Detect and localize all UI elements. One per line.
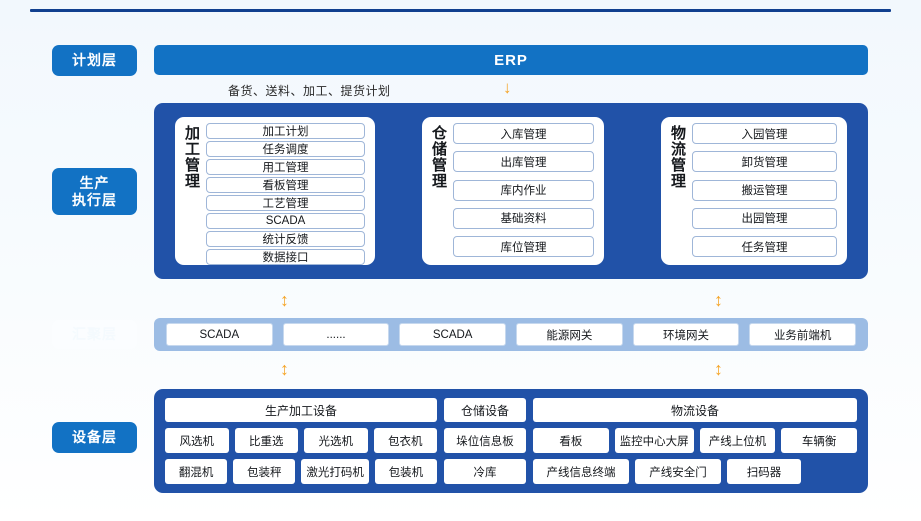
group-logistics-management: 物流管理 入园管理 卸货管理 搬运管理 出园管理 任务管理 [661,117,847,265]
aggregation-item[interactable]: SCADA [399,323,507,346]
erp-caption: 备货、送料、加工、提货计划 [228,84,391,98]
equipment-row: 垛位信息板 [444,428,526,453]
aggregation-item[interactable]: 环境网关 [632,323,740,346]
arrow-bidirectional-icon: ↕ [280,359,289,379]
equipment-item[interactable]: 冷库 [444,459,526,484]
equipment-row: 翻混机 包装秤 激光打码机 包装机 [165,459,438,484]
layer-label-execution: 生产 执行层 [52,168,137,215]
aggregation-layer-bar: SCADA ...... SCADA 能源网关 环境网关 业务前端机 [154,318,868,351]
module-item[interactable]: 库内作业 [453,179,594,201]
equipment-group-production: 生产加工设备 风选机 比重选 光选机 包衣机 翻混机 包装秤 激光打码机 包装机 [165,398,438,484]
equipment-row: 冷库 [444,459,526,484]
erp-bar: ERP [154,45,868,75]
aggregation-item[interactable]: SCADA [166,323,273,346]
equipment-item[interactable]: 光选机 [304,428,368,453]
layer-label-equipment: 设备层 [52,422,137,453]
equipment-item[interactable]: 扫码器 [727,459,801,484]
module-item[interactable]: 出库管理 [453,151,594,173]
equipment-row: 风选机 比重选 光选机 包衣机 [165,428,437,453]
equipment-item[interactable]: 翻混机 [165,459,228,484]
module-item[interactable]: 入库管理 [453,123,594,144]
layer-label-aggregation: 汇聚层 [52,320,137,349]
aggregation-item[interactable]: ...... [282,323,390,346]
group-processing-management: 加工管理 加工计划 任务调度 用工管理 看板管理 工艺管理 SCADA 统计反馈… [175,117,375,265]
row-spacer [807,459,857,484]
module-item[interactable]: 卸货管理 [692,151,837,173]
module-item[interactable]: 数据接口 [206,249,365,265]
module-item[interactable]: 基础资料 [453,207,594,229]
equipment-item[interactable]: 产线安全门 [635,459,721,484]
equipment-group-logistics: 物流设备 看板 监控中心大屏 产线上位机 车辆衡 产线信息终端 产线安全门 扫码… [533,398,858,484]
equipment-row: 看板 监控中心大屏 产线上位机 车辆衡 [533,428,858,453]
module-item[interactable]: 加工计划 [206,123,365,139]
module-item[interactable]: 出园管理 [692,207,837,229]
group-title: 仓储管理 [430,125,447,189]
equipment-item[interactable]: 激光打码机 [301,459,369,484]
arrow-bidirectional-icon: ↕ [714,290,723,310]
equipment-group-warehouse: 仓储设备 垛位信息板 冷库 [444,398,526,484]
arrow-down-icon: ↓ [503,78,512,97]
aggregation-item[interactable]: 能源网关 [516,323,623,346]
group-warehouse-management: 仓储管理 入库管理 出库管理 库内作业 基础资料 库位管理 [422,117,604,265]
equipment-item[interactable]: 看板 [533,428,609,453]
group-title: 加工管理 [183,125,200,189]
equipment-row: 产线信息终端 产线安全门 扫码器 [533,459,857,484]
equipment-item[interactable]: 比重选 [234,428,298,453]
equipment-item[interactable]: 垛位信息板 [444,428,526,453]
equipment-group-header: 生产加工设备 [165,398,437,422]
equipment-item[interactable]: 风选机 [165,428,229,453]
module-item[interactable]: 任务管理 [692,236,837,257]
execution-layer-panel: 加工管理 加工计划 任务调度 用工管理 看板管理 工艺管理 SCADA 统计反馈… [154,103,868,279]
module-item[interactable]: 用工管理 [206,159,365,175]
equipment-group-header: 物流设备 [533,398,857,422]
equipment-item[interactable]: 车辆衡 [781,428,858,453]
module-item[interactable]: 工艺管理 [206,195,365,211]
module-item[interactable]: 库位管理 [453,236,594,257]
equipment-layer-panel: 生产加工设备 风选机 比重选 光选机 包衣机 翻混机 包装秤 激光打码机 包装机… [154,389,868,493]
layer-label-plan: 计划层 [52,45,137,76]
module-item[interactable]: 搬运管理 [692,179,837,201]
equipment-item[interactable]: 监控中心大屏 [614,428,694,453]
module-item[interactable]: 看板管理 [206,177,365,193]
layer-label-execution-line2: 执行层 [72,191,117,208]
top-divider-rule [30,9,891,12]
equipment-item[interactable]: 产线上位机 [699,428,776,453]
arrow-bidirectional-icon: ↕ [714,359,723,379]
equipment-item[interactable]: 包装秤 [233,459,296,484]
module-item[interactable]: SCADA [206,213,365,229]
aggregation-item[interactable]: 业务前端机 [749,323,857,346]
equipment-item[interactable]: 包衣机 [373,428,437,453]
module-item[interactable]: 任务调度 [206,141,365,157]
group-title: 物流管理 [669,125,686,189]
arrow-bidirectional-icon: ↕ [280,290,289,310]
module-item[interactable]: 入园管理 [692,123,837,144]
equipment-item[interactable]: 产线信息终端 [533,459,629,484]
module-item[interactable]: 统计反馈 [206,231,365,247]
equipment-item[interactable]: 包装机 [374,459,438,484]
layer-label-execution-line1: 生产 [79,174,110,191]
equipment-group-header: 仓储设备 [444,398,526,422]
